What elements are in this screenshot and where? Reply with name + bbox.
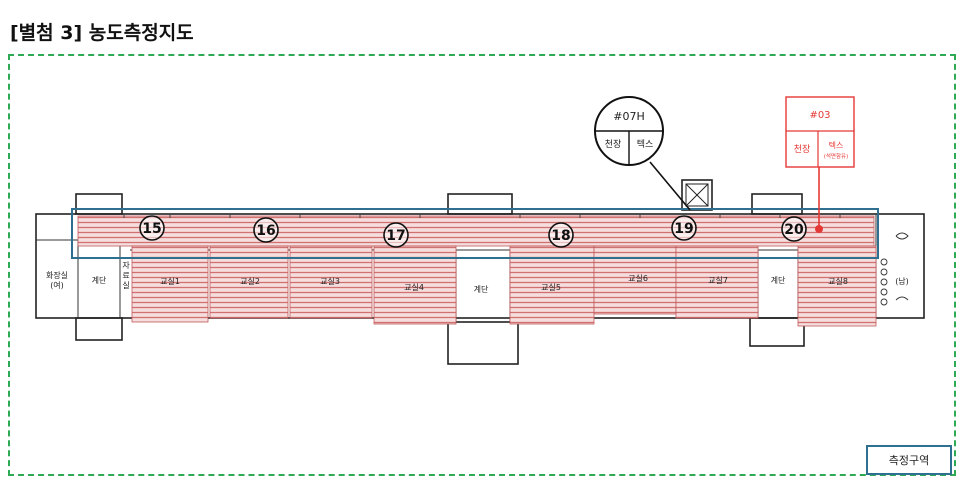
room-class6: 교실6 [628, 273, 648, 283]
measurement-point-20: 20 [781, 216, 807, 242]
measurement-zone [71, 208, 879, 259]
measurement-point-16: 16 [253, 217, 279, 243]
measurement-point-circle [139, 215, 165, 241]
room-restroom-f: 화장실(여) [46, 270, 68, 290]
measurement-point-label: 16 [256, 223, 275, 239]
measurement-point-label: 20 [784, 222, 804, 238]
room-stairs-center: 계단 [474, 284, 489, 294]
restroom-fixtures [880, 232, 909, 306]
stair-block-right-bottom [749, 317, 805, 347]
measurement-point-circle [548, 222, 574, 248]
measurement-point-18: 18 [548, 222, 574, 248]
measurement-point-label: 18 [551, 228, 570, 244]
corridor-hatch [77, 215, 875, 247]
corridor-ticks [123, 214, 841, 218]
callout-03-left: 천장 [794, 144, 811, 155]
callout-07h-leader [649, 161, 691, 211]
callout-03-id: #03 [809, 110, 830, 121]
callout-07h-left: 천장 [605, 139, 622, 150]
callout-03-right: 텍스 [829, 140, 844, 150]
stair-block-left-top [75, 193, 123, 215]
room-class4: 교실4 [404, 282, 424, 292]
room-class8: 교실8 [828, 276, 848, 286]
room-class1: 교실1 [160, 276, 180, 286]
legend-measurement-zone: 측정구역 [866, 445, 952, 475]
callout-03: #03 천장 텍스 (석면함유) [785, 96, 855, 233]
page-title: [별첨 3] 농도측정지도 [10, 22, 194, 44]
callout-07h-id: #07H [613, 110, 645, 123]
callout-07h: #07H 천장 텍스 [594, 96, 691, 211]
room-stairs-right: 계단 [771, 275, 786, 285]
drawing-frame [8, 54, 956, 476]
room-stairs-left: 계단 [92, 275, 107, 285]
measurement-point-17: 17 [383, 222, 409, 248]
measurement-point-circle [781, 216, 807, 242]
room-class5: 교실5 [541, 282, 561, 292]
measurement-point-circle [383, 222, 409, 248]
room-restroom-m: (남) [895, 277, 909, 286]
center-block-bottom [447, 321, 519, 365]
callout-07h-right: 텍스 [637, 139, 654, 150]
measurement-point-15: 15 [139, 215, 165, 241]
center-block-top [447, 193, 513, 215]
elevator-icon [685, 183, 709, 207]
measurement-point-label: 19 [674, 221, 693, 237]
measurement-point-circle [671, 215, 697, 241]
class8-hatch [797, 245, 877, 327]
room-class2: 교실2 [240, 276, 260, 286]
callout-03-dot [815, 225, 823, 233]
stair-block-left-bottom [75, 317, 123, 341]
measurement-point-19: 19 [671, 215, 697, 241]
callout-03-note: (석면함유) [824, 152, 849, 160]
measurement-point-circle [253, 217, 279, 243]
hatched-areas [77, 215, 877, 327]
room-class7: 교실7 [708, 275, 728, 285]
measurement-points: 15 16 17 18 19 20 [139, 215, 807, 248]
measurement-point-label: 17 [386, 228, 405, 244]
stair-block-right-top [751, 193, 803, 215]
measurement-point-label: 15 [142, 221, 161, 237]
room-class3: 교실3 [320, 276, 340, 286]
